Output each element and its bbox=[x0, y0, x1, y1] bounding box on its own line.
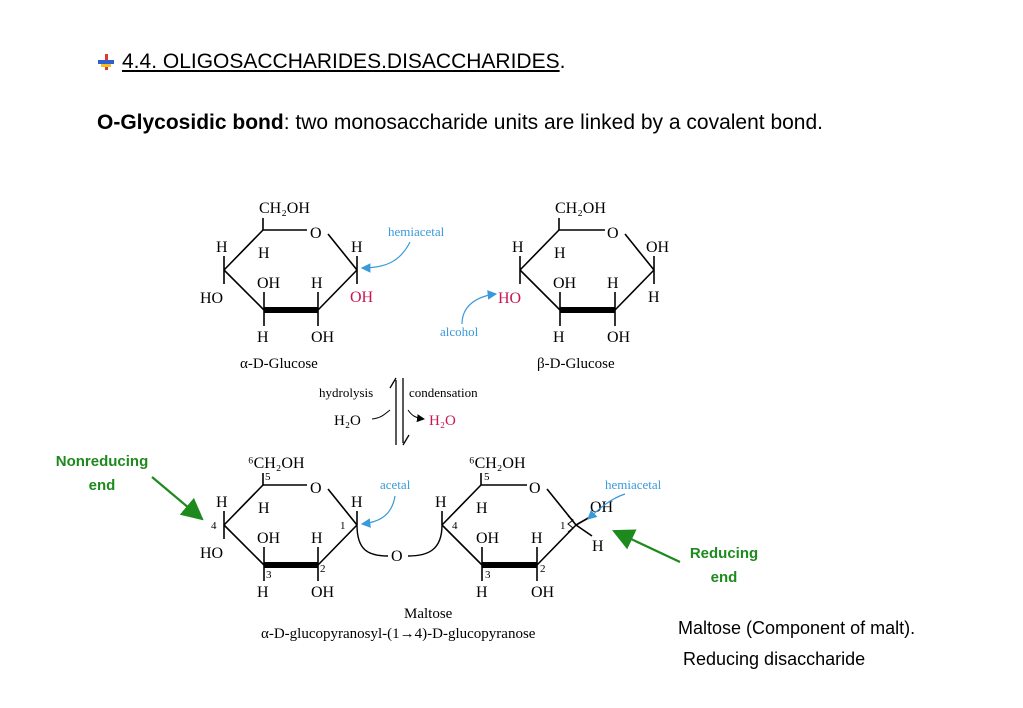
h-label: H bbox=[311, 275, 323, 292]
h-label: H bbox=[216, 239, 228, 256]
ring-oxygen: O bbox=[310, 480, 322, 497]
slide-heading: 4.4. OLIGOSACCHARIDES.DISACCHARIDES. bbox=[98, 50, 565, 74]
ch2oh-label: CH₂OH bbox=[555, 200, 606, 217]
heading-period: . bbox=[559, 50, 566, 73]
alcohol-label: alcohol bbox=[440, 324, 479, 339]
oh-label: OH bbox=[257, 530, 281, 547]
acetal-label: acetal bbox=[380, 477, 411, 492]
carbon-number: 1 bbox=[340, 520, 346, 532]
alpha-glucose-name: α-D-Glucose bbox=[240, 356, 318, 372]
glycosidic-oxygen: O bbox=[391, 548, 403, 565]
h-label: H bbox=[553, 329, 565, 346]
condensation-label: condensation bbox=[409, 385, 478, 400]
nonreducing-arrow bbox=[151, 476, 204, 521]
h-label: H bbox=[258, 245, 270, 262]
ch2oh-label: ⁶CH₂OH bbox=[469, 455, 526, 472]
oh-label: OH bbox=[311, 584, 335, 601]
ch2oh-label: ⁶CH₂OH bbox=[248, 455, 305, 472]
wavy-bond bbox=[567, 515, 574, 533]
hemiacetal-label: hemiacetal bbox=[388, 224, 445, 239]
maltose-name: Maltose bbox=[404, 606, 453, 622]
alcohol-arrow bbox=[461, 290, 498, 325]
h-label: H bbox=[554, 245, 566, 262]
carbon-number: 4 bbox=[452, 520, 458, 532]
nonreducing-end-label: end bbox=[89, 477, 116, 494]
h-label: H bbox=[648, 289, 660, 306]
definition-term: O-Glycosidic bond bbox=[97, 111, 284, 134]
oh-label: OH bbox=[531, 584, 555, 601]
ho-label: HO bbox=[200, 545, 223, 562]
maltose-ring-1: ⁶CH₂OH O H H H HO OH H H OH 5 4 1 3 2 bbox=[200, 455, 363, 601]
hemiacetal-arrow bbox=[360, 241, 411, 273]
carbon-number: 2 bbox=[540, 563, 546, 575]
nonreducing-label: Nonreducing bbox=[56, 453, 149, 470]
definition-line: O-Glycosidic bond: two monosaccharide un… bbox=[97, 111, 823, 135]
carbon-number: 5 bbox=[484, 471, 490, 483]
h-label: H bbox=[311, 530, 323, 547]
oh-label: OH bbox=[311, 329, 335, 346]
reaction-arrows: hydrolysis condensation H₂O H₂O bbox=[319, 377, 478, 446]
hemiacetal-label: hemiacetal bbox=[605, 477, 662, 492]
ho-label: HO bbox=[200, 290, 223, 307]
h-label: H bbox=[258, 500, 270, 517]
h-label: H bbox=[216, 494, 228, 511]
reducing-end-label: end bbox=[711, 569, 738, 586]
ch2oh-label: CH₂OH bbox=[259, 200, 310, 217]
h-label: H bbox=[476, 584, 488, 601]
h-label: H bbox=[607, 275, 619, 292]
reducing-label: Reducing bbox=[690, 545, 758, 562]
oh-label: OH bbox=[257, 275, 281, 292]
h-label: H bbox=[257, 329, 269, 346]
acetal-arrow bbox=[360, 495, 396, 528]
carbon-number: 3 bbox=[485, 569, 491, 581]
oh-label: OH bbox=[476, 530, 500, 547]
carbon-number: 4 bbox=[211, 520, 217, 532]
glycosidic-bond-left bbox=[356, 524, 389, 557]
bullet-icon bbox=[98, 54, 114, 70]
h-label: H bbox=[512, 239, 524, 256]
alpha-glucose: CH₂OH O H H H HO OH H OH H OH α-D-Glucos… bbox=[200, 200, 374, 372]
oh-label: OH bbox=[553, 275, 577, 292]
carbon-number: 5 bbox=[265, 471, 271, 483]
hemiacetal-arrow bbox=[587, 493, 626, 520]
water-left: H₂O bbox=[334, 413, 361, 429]
maltose-ring-2: ⁶CH₂OH O H H OH H OH H H OH 5 4 1 3 2 bbox=[435, 455, 614, 601]
beta-glucose-name: β-D-Glucose bbox=[537, 356, 615, 372]
h-label: H bbox=[351, 494, 363, 511]
note-maltose: Maltose (Component of malt). bbox=[678, 618, 916, 638]
h-label: H bbox=[531, 530, 543, 547]
carbon-number: 3 bbox=[266, 569, 272, 581]
ring-oxygen: O bbox=[607, 225, 619, 242]
reducing-arrow bbox=[612, 529, 681, 563]
heading-title: 4.4. OLIGOSACCHARIDES.DISACCHARIDES bbox=[122, 50, 560, 73]
ho-label: HO bbox=[498, 290, 521, 307]
note-reducing: Reducing disaccharide bbox=[683, 649, 866, 669]
beta-glucose: CH₂OH O H H OH HO OH H H H OH β-D-Glucos… bbox=[498, 200, 670, 372]
glycosidic-bond-right bbox=[407, 524, 443, 557]
maltose-systematic-name: α-D-glucopyranosyl-(1→4)-D-glucopyranose bbox=[261, 626, 536, 642]
water-right: H₂O bbox=[429, 413, 456, 429]
h-label: H bbox=[476, 500, 488, 517]
ring-oxygen: O bbox=[529, 480, 541, 497]
carbon-number: 2 bbox=[320, 563, 326, 575]
anomeric-oh-label: OH bbox=[350, 289, 374, 306]
anomeric-oh-label: OH bbox=[646, 239, 670, 256]
h-label: H bbox=[592, 538, 604, 555]
ring-oxygen: O bbox=[310, 225, 322, 242]
hydrolysis-label: hydrolysis bbox=[319, 385, 373, 400]
h-label: H bbox=[257, 584, 269, 601]
oh-label: OH bbox=[607, 329, 631, 346]
carbon-number: 1 bbox=[560, 520, 566, 532]
definition-text: : two monosaccharide units are linked by… bbox=[283, 111, 824, 134]
h-label: H bbox=[435, 494, 447, 511]
h-label: H bbox=[351, 239, 363, 256]
